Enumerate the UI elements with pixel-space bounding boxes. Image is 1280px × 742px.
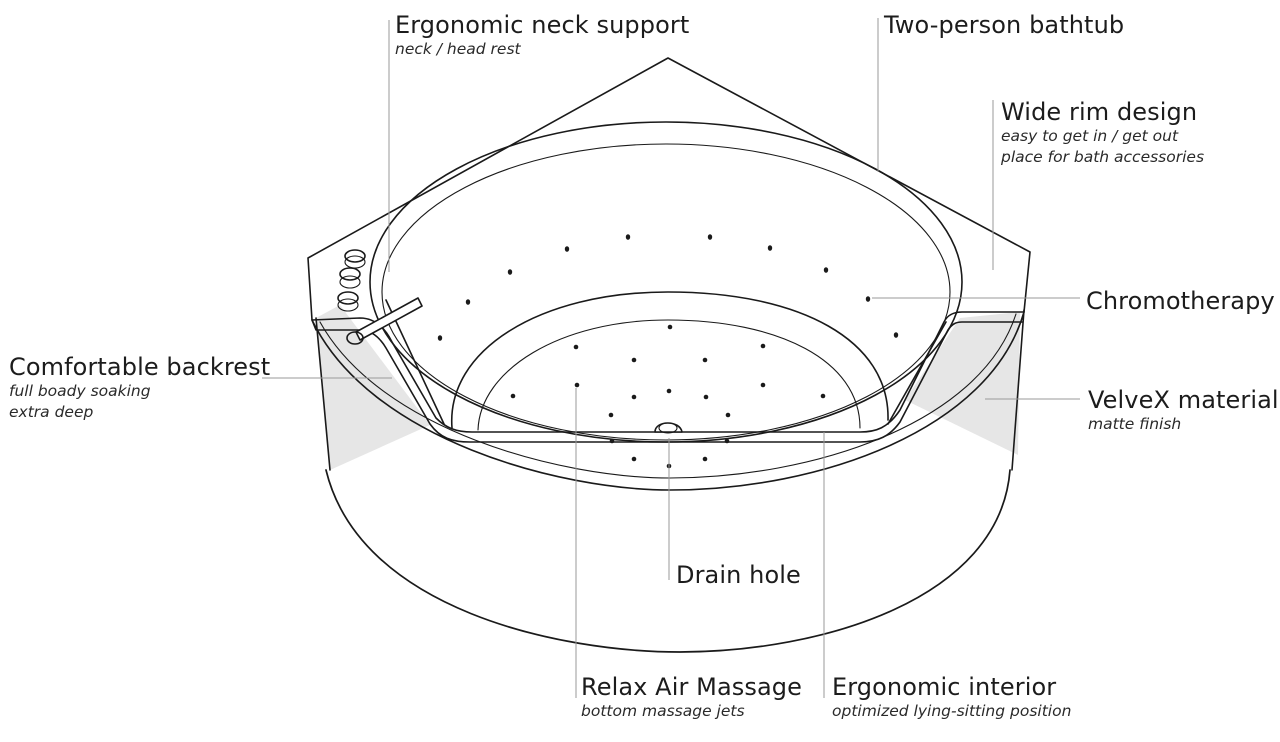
jet bbox=[893, 332, 899, 338]
label-neck-support-sub: neck / head rest bbox=[395, 40, 521, 58]
jet bbox=[760, 343, 766, 349]
jet bbox=[564, 246, 570, 252]
label-two-person: Two-person bathtub bbox=[884, 11, 1124, 39]
front-rim-inner bbox=[319, 313, 1017, 479]
label-backrest-title: Comfortable backrest bbox=[9, 353, 271, 381]
label-backrest-sub-1: full boady soaking bbox=[9, 382, 151, 400]
bathtub-drawing bbox=[307, 57, 1031, 653]
label-two-person-title: Two-person bathtub bbox=[884, 11, 1125, 39]
label-chromotherapy: Chromotherapy bbox=[1086, 287, 1275, 315]
label-neck-support-title: Ergonomic neck support bbox=[395, 11, 690, 39]
control-knob-top bbox=[344, 249, 366, 263]
leader-lines bbox=[262, 18, 1080, 698]
outer-bowl bbox=[325, 469, 1011, 653]
jet bbox=[725, 412, 731, 418]
jet bbox=[767, 245, 773, 251]
jet bbox=[707, 234, 713, 240]
label-interior: Ergonomic interior optimized lying-sitti… bbox=[832, 673, 1071, 722]
basin-wall bbox=[451, 291, 889, 429]
jet bbox=[702, 357, 708, 363]
jet bbox=[510, 393, 516, 399]
right-side-panel bbox=[905, 312, 1020, 455]
label-backrest: Comfortable backrest full boady soaking … bbox=[9, 353, 270, 423]
label-air-massage: Relax Air Massage bottom massage jets bbox=[581, 673, 802, 722]
jet bbox=[437, 335, 443, 341]
label-velvex-title: VelveX material bbox=[1088, 386, 1279, 414]
jet bbox=[666, 388, 672, 394]
headrest-line-right bbox=[887, 321, 947, 425]
jet bbox=[865, 296, 871, 302]
jet bbox=[465, 299, 471, 305]
rim-ellipse-outer bbox=[369, 121, 963, 443]
label-neck-support: Ergonomic neck support neck / head rest bbox=[395, 11, 689, 60]
label-interior-title: Ergonomic interior bbox=[832, 673, 1057, 701]
jet bbox=[631, 394, 637, 400]
jet bbox=[625, 234, 631, 240]
jet bbox=[507, 269, 513, 275]
label-wide-rim-title: Wide rim design bbox=[1001, 98, 1198, 126]
jet bbox=[820, 393, 826, 399]
label-wide-rim-sub-1: easy to get in / get out bbox=[1001, 127, 1179, 145]
jet bbox=[631, 357, 637, 363]
label-wide-rim: Wide rim design easy to get in / get out… bbox=[1001, 98, 1204, 168]
label-velvex: VelveX material matte finish bbox=[1088, 386, 1279, 435]
front-rim-outer bbox=[311, 311, 1025, 491]
jet bbox=[609, 438, 615, 444]
massage-jets bbox=[437, 234, 899, 469]
outer-bowl-edge-right bbox=[1011, 309, 1025, 471]
jet bbox=[702, 456, 708, 462]
left-side-panel bbox=[316, 305, 430, 470]
label-wide-rim-sub-2: place for bath accessories bbox=[1001, 148, 1205, 166]
jet bbox=[823, 267, 829, 273]
label-air-massage-title: Relax Air Massage bbox=[581, 673, 802, 701]
jet bbox=[631, 456, 637, 462]
label-chromotherapy-title: Chromotherapy bbox=[1086, 287, 1275, 315]
jet bbox=[573, 344, 579, 350]
label-drain-title: Drain hole bbox=[676, 561, 801, 589]
jet bbox=[608, 412, 614, 418]
label-air-massage-sub: bottom massage jets bbox=[581, 702, 745, 720]
spout bbox=[355, 297, 423, 341]
jet bbox=[760, 382, 766, 388]
label-velvex-sub: matte finish bbox=[1088, 415, 1182, 433]
control-knob-middle bbox=[339, 267, 361, 281]
basin-floor bbox=[477, 319, 861, 431]
label-interior-sub: optimized lying-sitting position bbox=[832, 702, 1072, 720]
label-backrest-sub-2: extra deep bbox=[9, 403, 94, 421]
outer-bowl-edge-left bbox=[315, 317, 331, 471]
jet bbox=[703, 394, 709, 400]
jet bbox=[574, 382, 580, 388]
label-drain: Drain hole bbox=[676, 561, 801, 589]
rim-ellipse-inner bbox=[381, 143, 951, 441]
jet bbox=[724, 438, 730, 444]
control-knob-bottom bbox=[337, 291, 359, 305]
jet bbox=[667, 324, 673, 330]
